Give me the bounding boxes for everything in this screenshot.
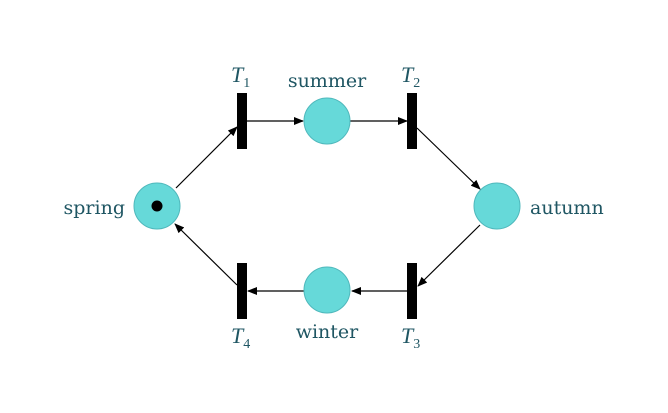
transition-label-t2-sub: 2	[413, 76, 420, 91]
transition-t2	[407, 93, 417, 149]
place-labels: spring summer autumn winter	[64, 70, 604, 343]
transition-label-t4-base: T	[231, 323, 245, 348]
place-label-summer: summer	[288, 70, 367, 92]
place-label-winter: winter	[296, 321, 359, 343]
transition-label-t1-sub: 1	[243, 76, 250, 91]
transitions	[237, 93, 417, 319]
token-spring	[151, 200, 163, 212]
arcs	[174, 117, 481, 295]
transition-label-t1: T1	[231, 62, 250, 91]
place-autumn	[473, 182, 521, 230]
transition-label-t3-base: T	[401, 323, 415, 348]
transition-label-t4: T4	[231, 323, 250, 352]
transition-label-t2-base: T	[401, 62, 415, 87]
transition-label-t4-sub: 4	[243, 337, 250, 352]
arc-autumn-t3	[417, 224, 481, 287]
transition-label-t3: T3	[401, 323, 420, 352]
place-label-spring: spring	[64, 197, 125, 219]
place-label-autumn: autumn	[530, 197, 604, 219]
arc-t2-autumn	[416, 127, 481, 190]
place-winter	[303, 266, 351, 314]
transition-label-t1-base: T	[231, 62, 245, 87]
arc-t4-spring	[174, 223, 238, 286]
transition-label-t3-sub: 3	[413, 337, 420, 352]
transition-label-t2: T2	[401, 62, 420, 91]
arc-spring-t1	[175, 126, 238, 189]
transition-t1	[237, 93, 247, 149]
transition-t3	[407, 263, 417, 319]
places	[133, 97, 521, 314]
transition-labels: T1 T2 T3 T4	[231, 62, 420, 352]
place-summer	[303, 97, 351, 145]
transition-t4	[237, 263, 247, 319]
